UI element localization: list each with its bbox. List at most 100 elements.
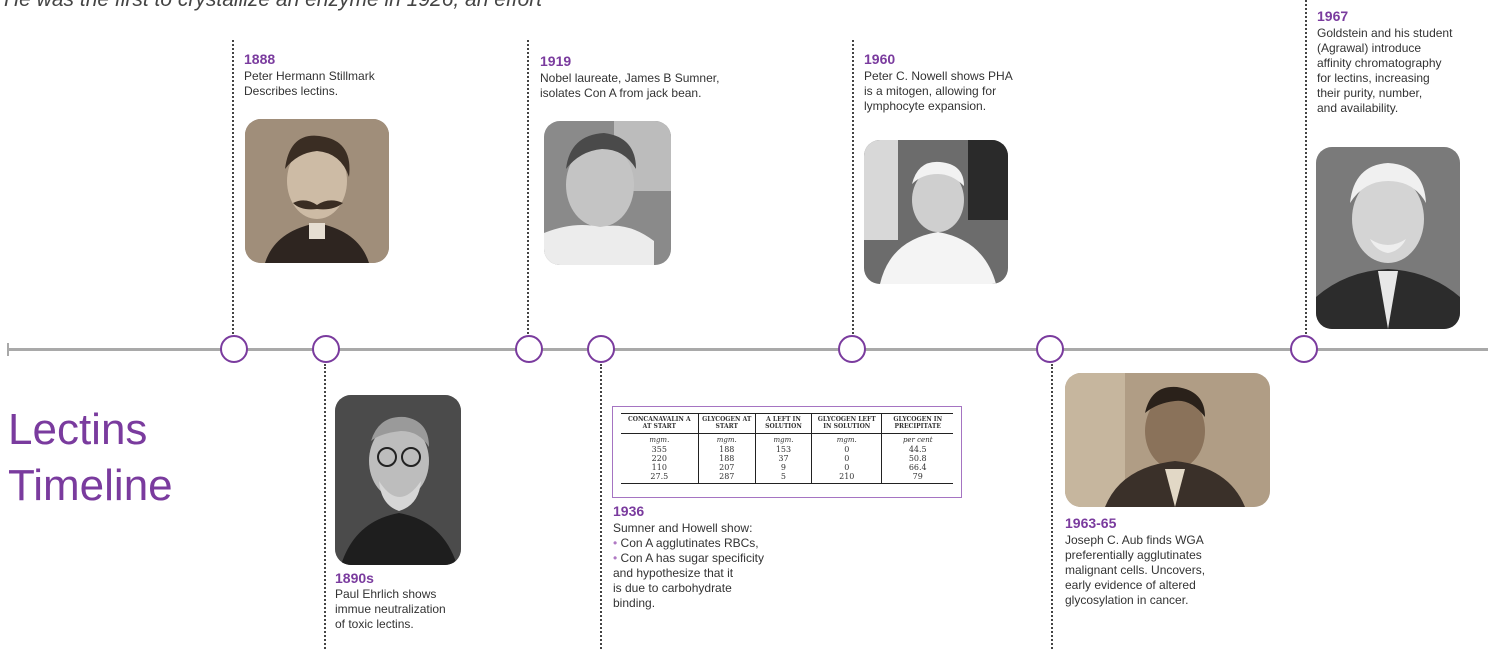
portrait-aub-image: [1065, 373, 1270, 507]
table-cell: 0: [811, 463, 882, 472]
desc-line: is due to carbohydrate: [613, 581, 732, 595]
title-line-1: Lectins: [8, 405, 148, 454]
portrait-sumner: [544, 121, 671, 265]
desc-line: (Agrawal) introduce: [1317, 41, 1422, 55]
table-header-cell: A LEFT IN SOLUTION: [754, 413, 812, 434]
desc-line: lymphocyte expansion.: [864, 99, 987, 113]
timeline-node-1960[interactable]: [838, 335, 866, 363]
desc-line: immue neutralization: [335, 602, 446, 616]
desc-line: their purity, number,: [1317, 86, 1423, 100]
desc-line: and availability.: [1317, 101, 1399, 115]
portrait-goldstein-image: [1316, 147, 1460, 329]
table-header-cell: GLYCOGEN IN PRECIPITATE: [881, 413, 953, 434]
portrait-stillmark-image: [245, 119, 389, 263]
desc-line: glycosylation in cancer.: [1065, 593, 1189, 607]
timeline-node-1936[interactable]: [587, 335, 615, 363]
table-cell: 5: [754, 472, 812, 484]
table-cell: per cent: [881, 433, 953, 445]
table-cell: 188: [697, 454, 756, 463]
desc-line: of toxic lectins.: [335, 617, 414, 631]
bullet-icon: •: [613, 536, 618, 550]
event-desc-1936: Sumner and Howell show: • Con A agglutin…: [613, 521, 764, 611]
table-header-cell: GLYCOGEN AT START: [697, 413, 756, 434]
timeline-node-1967[interactable]: [1290, 335, 1318, 363]
desc-line: early evidence of altered: [1065, 578, 1196, 592]
portrait-sumner-image: [544, 121, 671, 265]
desc-line-bulleted: • Con A agglutinates RBCs,: [613, 536, 764, 551]
event-desc-1890s: Paul Ehrlich shows immue neutralization …: [335, 587, 446, 632]
stem-1919: [527, 40, 529, 334]
desc-line: Sumner and Howell show:: [613, 521, 753, 535]
event-year-1963-65: 1963-65: [1065, 515, 1117, 531]
desc-line: for lectins, increasing: [1317, 71, 1430, 85]
event-year-1888: 1888: [244, 51, 276, 67]
timeline-node-1888[interactable]: [220, 335, 248, 363]
table-cell: 287: [697, 472, 756, 484]
table-header-cell: CONCANAVALIN A AT START: [621, 413, 699, 434]
sumner-howell-data-table: CONCANAVALIN A AT START GLYCOGEN AT STAR…: [612, 406, 962, 498]
timeline-node-1963-65[interactable]: [1036, 335, 1064, 363]
title-line-2: Timeline: [8, 461, 173, 510]
header-cut-text: He was the first to crystallize an enzym…: [4, 0, 542, 12]
table-cell: 207: [697, 463, 756, 472]
desc-line: is a mitogen, allowing for: [864, 84, 997, 98]
desc-line: isolates Con A from jack bean.: [540, 86, 702, 100]
table-cell: 50.8: [881, 454, 953, 463]
portrait-stillmark: [245, 119, 389, 263]
desc-line: malignant cells. Uncovers,: [1065, 563, 1206, 577]
table-cell: mgm.: [697, 433, 756, 445]
stem-1890s: [324, 364, 326, 649]
portrait-goldstein: [1316, 147, 1460, 329]
portrait-aub: [1065, 373, 1270, 507]
desc-line: Goldstein and his student: [1317, 26, 1453, 40]
table-cell: 27.5: [621, 472, 699, 484]
portrait-nowell: [864, 140, 1008, 284]
stem-1967: [1305, 0, 1307, 334]
table-header-row: CONCANAVALIN A AT START GLYCOGEN AT STAR…: [621, 413, 953, 434]
table-cell: 210: [811, 472, 882, 484]
portrait-ehrlich: [335, 395, 461, 565]
table-cell: 37: [754, 454, 812, 463]
table-row: 355 188 153 0 44.5: [621, 445, 953, 454]
table-row: 110 207 9 0 66.4: [621, 463, 953, 472]
table-cell: 44.5: [881, 445, 953, 454]
desc-line: Paul Ehrlich shows: [335, 587, 437, 601]
event-year-1936: 1936: [613, 503, 645, 519]
desc-line: Peter C. Nowell shows PHA: [864, 69, 1013, 83]
event-year-1960: 1960: [864, 51, 896, 67]
table-cell: 355: [651, 445, 667, 454]
stem-1936: [600, 364, 602, 649]
timeline-node-1919[interactable]: [515, 335, 543, 363]
desc-line: Joseph C. Aub finds WGA: [1065, 533, 1204, 547]
event-year-1919: 1919: [540, 53, 572, 69]
desc-line: Describes lectins.: [244, 84, 339, 98]
stem-1960: [852, 40, 854, 334]
portrait-ehrlich-image: [335, 395, 461, 565]
desc-line: Peter Hermann Stillmark: [244, 69, 375, 83]
event-year-1890s: 1890s: [335, 570, 374, 586]
stem-1888: [232, 40, 234, 334]
event-desc-1960: Peter C. Nowell shows PHA is a mitogen, …: [864, 69, 1013, 114]
table-units-row: mgm. mgm. mgm. mgm. per cent: [621, 433, 953, 445]
table-header-cell: GLYCOGEN LEFT IN SOLUTION: [811, 413, 882, 434]
desc-line-text: Con A agglutinates RBCs,: [620, 536, 759, 550]
event-desc-1963-65: Joseph C. Aub finds WGA preferentially a…: [1065, 533, 1205, 608]
table-cell: 79: [881, 472, 953, 484]
event-desc-1919: Nobel laureate, James B Sumner, isolates…: [540, 71, 719, 101]
event-desc-1967: Goldstein and his student (Agrawal) intr…: [1317, 26, 1452, 116]
timeline-axis: [8, 348, 1488, 351]
desc-line-text: Con A has sugar specificity: [620, 551, 764, 565]
table-cell: 9: [754, 463, 812, 472]
table-row: 220 188 37 0 50.8: [621, 454, 953, 463]
table-cell: 0: [811, 445, 882, 454]
table-cell: 188: [697, 445, 756, 454]
stem-1963-65: [1051, 364, 1053, 649]
timeline-node-1890s[interactable]: [312, 335, 340, 363]
table-cell: 66.4: [881, 463, 953, 472]
table-cell: 153: [754, 445, 812, 454]
bullet-icon: •: [613, 551, 618, 565]
table-cell: mgm.: [811, 433, 882, 445]
page-title: Lectins Timeline: [8, 402, 173, 514]
desc-line: and hypothesize that it: [613, 566, 734, 580]
results-table: CONCANAVALIN A AT START GLYCOGEN AT STAR…: [621, 413, 953, 484]
